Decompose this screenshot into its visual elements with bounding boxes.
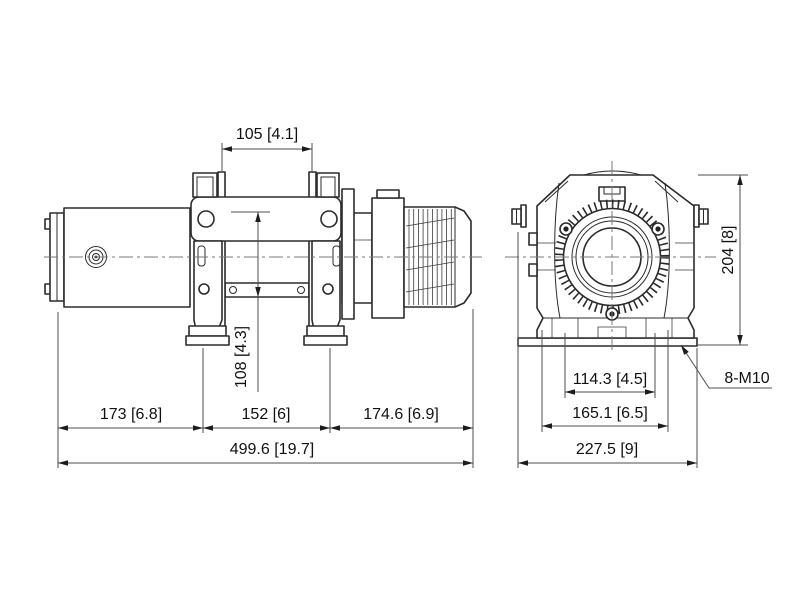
dimension-length-chain: 173 [6.8] 152 [6] 174.6 [6.9]: [57, 309, 474, 468]
dim-label-174: 174.6 [6.9]: [363, 406, 439, 423]
flange-bolt: [651, 222, 665, 236]
side-bolt-right: [693, 204, 709, 228]
dim-label-108: 108 [4.3]: [233, 326, 250, 388]
dimension-end-width: 227.5 [9]: [517, 232, 698, 468]
callout-thread: 8-M10: [680, 344, 772, 389]
dim-label-152: 152 [6]: [242, 406, 291, 423]
dim-label-105: 105 [4.1]: [236, 126, 298, 143]
dimension-end-height: 204 [8]: [698, 174, 748, 346]
dim-label-204: 204 [8]: [720, 226, 737, 275]
dimensions: 105 [4.1] 108 [4.3] 173 [6.8] 152 [6] 17…: [57, 126, 772, 468]
mounting-brackets: [185, 171, 348, 346]
dimension-mount-width: 165.1 [6.5]: [541, 330, 669, 432]
dim-label-165: 165.1 [6.5]: [572, 405, 648, 422]
drum-assembly: [224, 188, 405, 320]
center-lines: [44, 161, 716, 352]
callout-label-8m10: 8-M10: [724, 370, 769, 387]
motor: [44, 207, 191, 308]
dim-label-173: 173 [6.8]: [100, 406, 162, 423]
dimension-top-clamp: 105 [4.1]: [221, 126, 313, 171]
dim-label-227: 227.5 [9]: [576, 441, 638, 458]
end-view: [511, 170, 709, 347]
dim-label-499: 499.6 [19.7]: [230, 441, 315, 458]
dimension-bolt-pattern: 114.3 [4.5]: [564, 333, 656, 398]
dimension-center-height: 108 [4.3]: [231, 211, 270, 392]
flange-bolt: [559, 222, 573, 236]
dim-label-114: 114.3 [4.5]: [573, 371, 647, 388]
side-bolt-left: [511, 204, 527, 228]
dimension-overall-length: 499.6 [19.7]: [58, 441, 473, 466]
